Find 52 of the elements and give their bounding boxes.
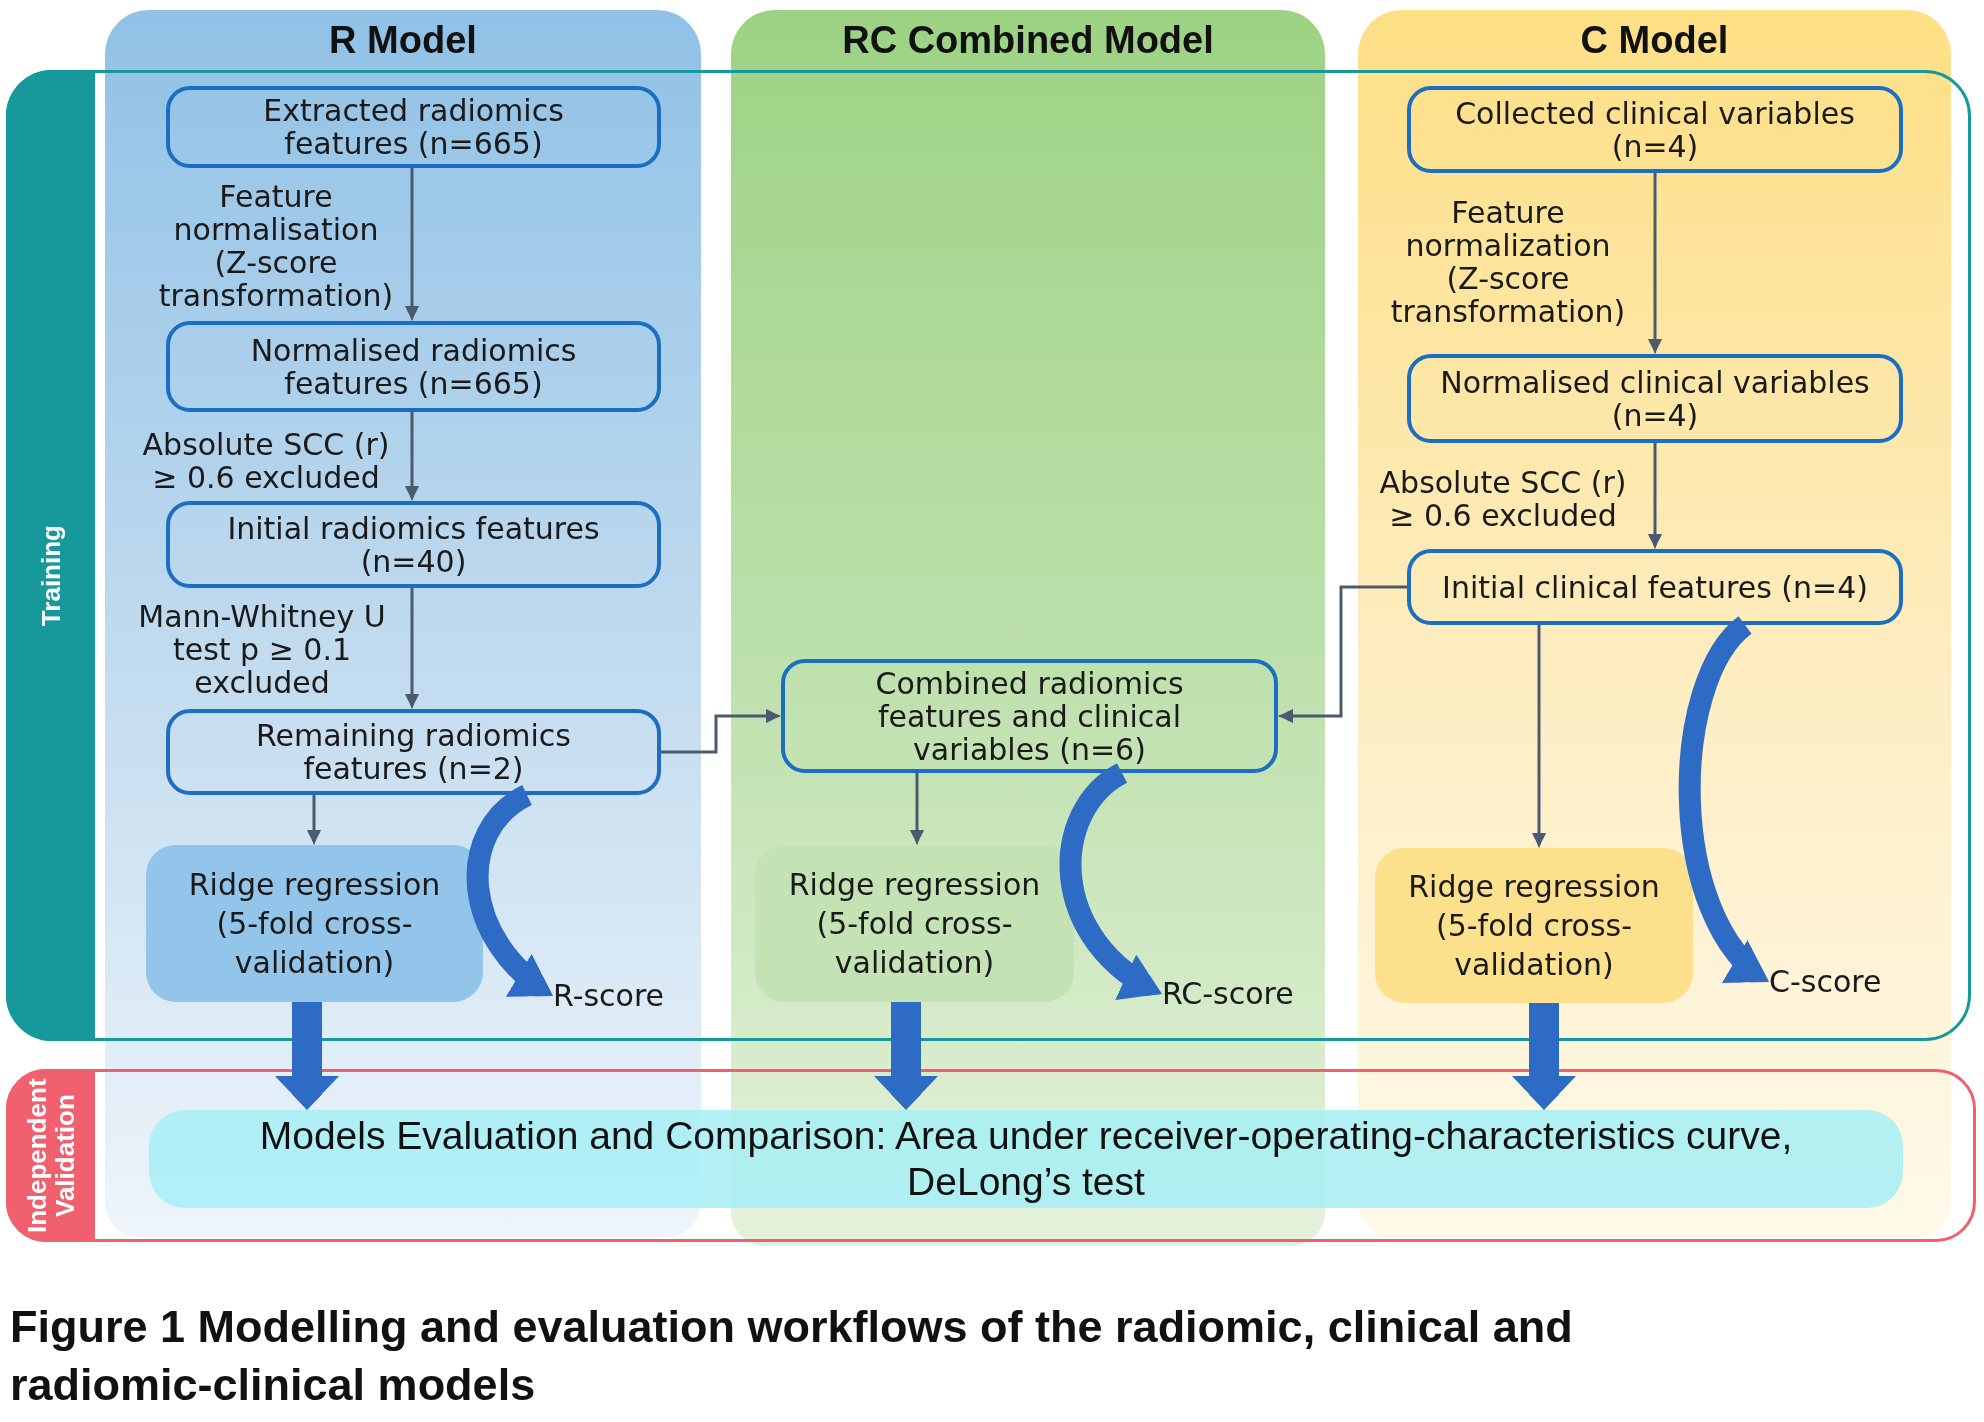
score-label: C-score [1769, 964, 1882, 1000]
step-text: Remaining radiomics features (n=2) [255, 719, 572, 785]
process-box [166, 86, 661, 168]
process-box [781, 659, 1278, 773]
process-box [166, 709, 661, 795]
arrow [405, 588, 419, 709]
step-text: Ridge regression (5-fold cross-validation) [787, 866, 1042, 982]
model-box [755, 845, 1074, 1002]
process-box [1407, 86, 1903, 173]
arrow [1648, 443, 1662, 549]
column-heading: C Model [1580, 18, 1729, 62]
column-heading: R Model [329, 18, 477, 62]
edge-label: Absolute SCC (r) ≥ 0.6 excluded [141, 428, 391, 494]
edge-label: Absolute SCC (r) ≥ 0.6 excluded [1378, 466, 1628, 532]
model-box [146, 845, 483, 1002]
figure-caption: Figure 1 Modelling and evaluation workflows of the radiomic, clinical and radiomic-clinical models [10, 1300, 1574, 1412]
arrow [1278, 585, 1407, 723]
step-text: Initial clinical features (n=4) [1441, 570, 1869, 604]
band-label: Training [36, 524, 65, 627]
score-label: RC-score [1162, 976, 1294, 1012]
edge-label: Feature normalization (Z-score transformation) [1389, 196, 1627, 328]
process-box [166, 501, 661, 588]
step-text: Normalised radiomics features (n=665) [249, 333, 578, 400]
arrow [661, 709, 781, 754]
section-band [6, 1069, 1976, 1242]
block-arrow [874, 1002, 938, 1110]
arrow [1532, 625, 1546, 848]
arrow [910, 773, 924, 845]
arrow [307, 795, 321, 845]
band-label: Independent Validation [22, 1077, 79, 1235]
model-box [1375, 848, 1693, 1003]
block-arrow [275, 1002, 339, 1110]
step-text: Ridge regression (5-fold cross-validation) [187, 866, 442, 982]
step-text: Combined radiomics features and clinical variables (n=6) [874, 666, 1185, 766]
process-box [1407, 549, 1903, 625]
arrow [405, 168, 419, 321]
result-box [149, 1110, 1903, 1208]
column-heading: RC Combined Model [842, 18, 1214, 62]
block-arrow [1512, 1003, 1576, 1110]
edge-label: Mann-Whitney U test p ≥ 0.1 excluded [137, 600, 387, 699]
result-text: Models Evaluation and Comparison: Area under receiver-operating-characteristics curve, DeLong’s test [258, 1113, 1794, 1205]
process-box [166, 321, 661, 412]
edge-label: Feature normalisation (Z-score transformation) [157, 180, 395, 312]
step-text: Collected clinical variables (n=4) [1454, 96, 1856, 163]
step-text: Initial radiomics features (n=40) [226, 511, 601, 578]
process-box [1407, 354, 1903, 443]
arrow [1648, 173, 1662, 354]
step-text: Ridge regression (5-fold cross-validation) [1407, 868, 1661, 984]
step-text: Extracted radiomics features (n=665) [262, 94, 565, 160]
score-label: R-score [553, 978, 665, 1014]
arrow [405, 412, 419, 501]
step-text: Normalised clinical variables (n=4) [1439, 365, 1871, 432]
